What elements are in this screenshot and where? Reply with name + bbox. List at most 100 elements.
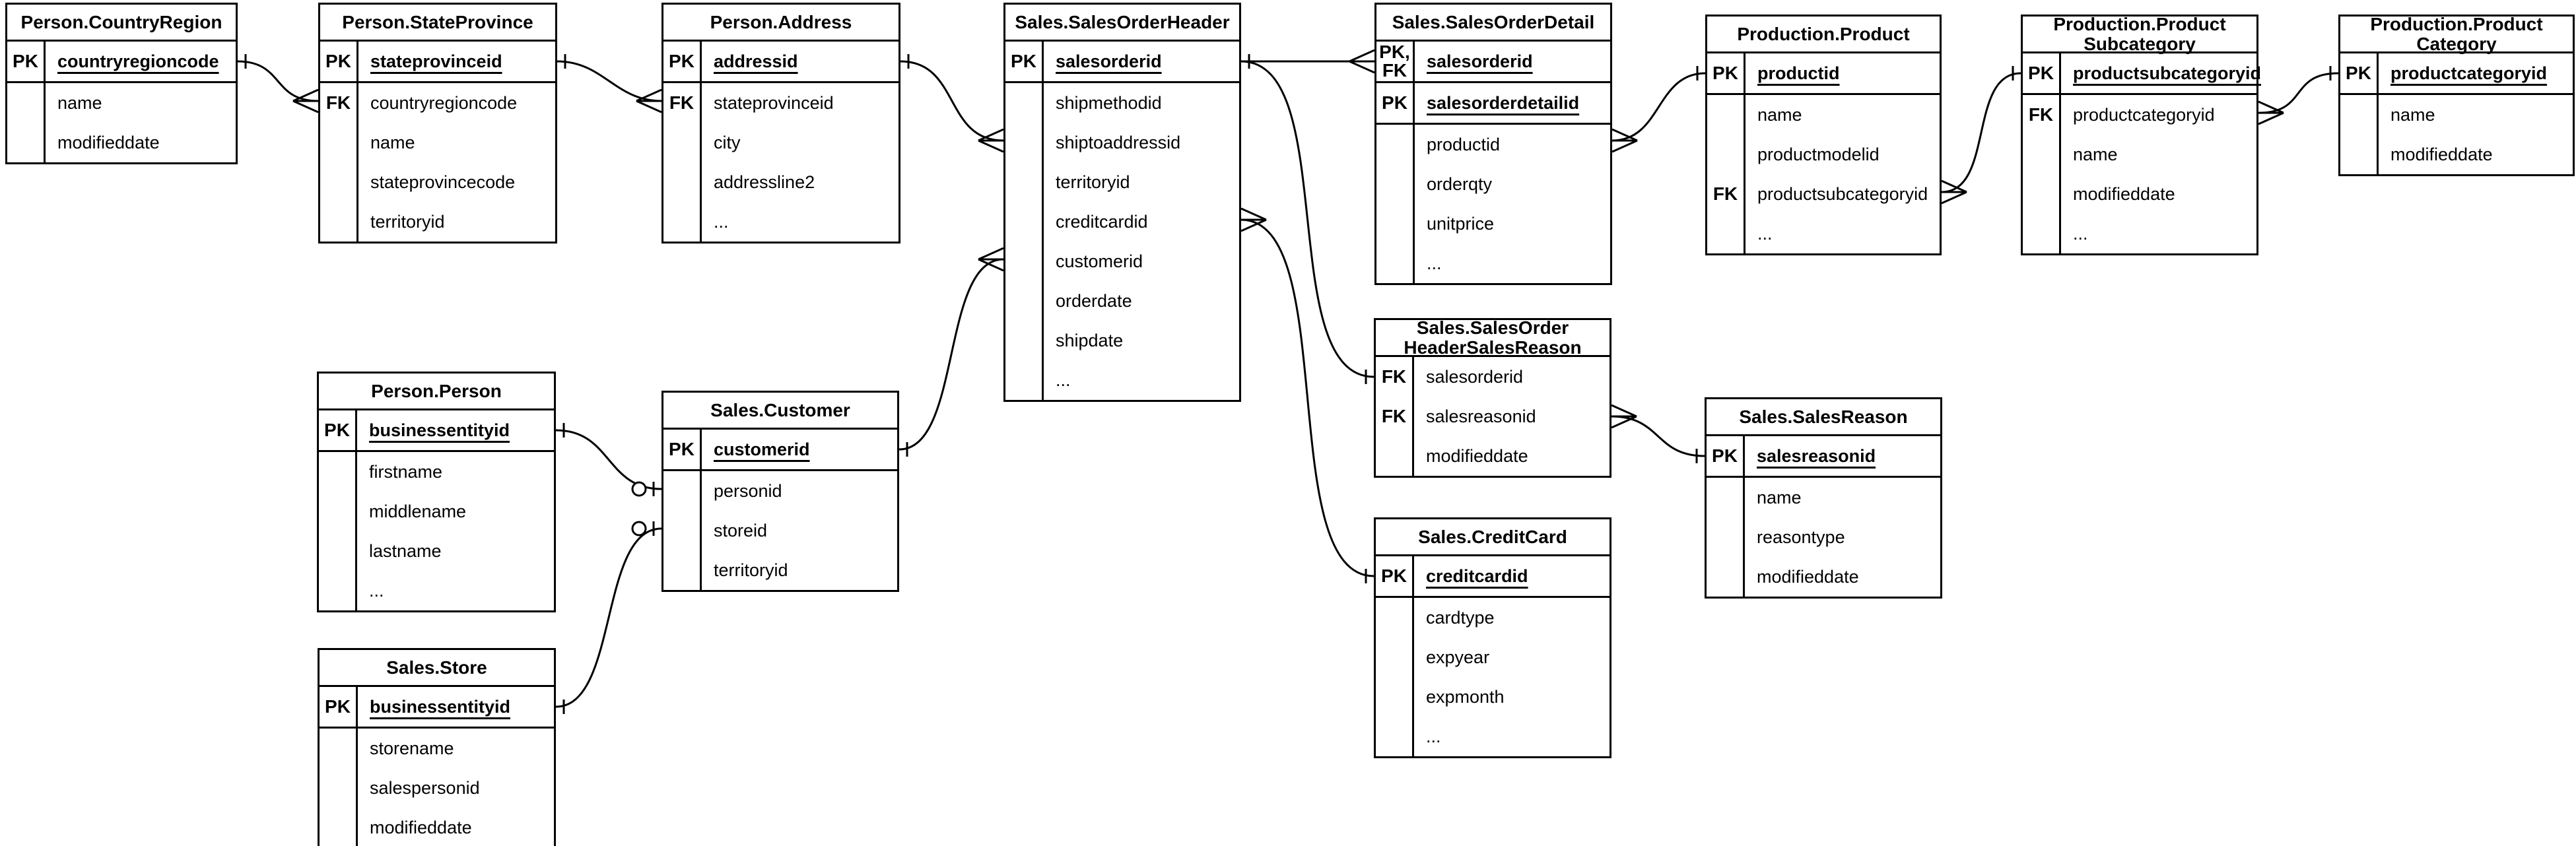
row-ellipsis: ...	[319, 571, 554, 610]
entity-title-line: Person.Person	[371, 380, 502, 401]
attribute-name: reasontype	[1757, 527, 1845, 547]
relationship-customer-to-store[interactable]	[555, 521, 662, 714]
attribute-name: ...	[2073, 223, 2088, 244]
attribute-name: creditcardid	[1056, 211, 1148, 232]
row-territoryid: territoryid	[1005, 162, 1239, 202]
key-flag-cell	[320, 202, 358, 242]
entity-title-line: Production.Product	[2370, 13, 2543, 34]
key-flag-cell	[1376, 164, 1415, 204]
relationship-salesorderdetail-to-salesorderheader[interactable]	[1241, 49, 1375, 74]
attribute-name: addressid	[714, 51, 798, 71]
entity-title-line: Production.Product	[2053, 13, 2226, 34]
entity-title: Sales.CreditCard	[1376, 519, 1610, 556]
attribute-name: ...	[1757, 223, 1773, 244]
row-modifieddate: modifieddate	[320, 808, 554, 846]
entity-title-line: Person.Address	[710, 11, 852, 32]
row-name: name	[320, 123, 555, 162]
row-firstname: firstname	[319, 452, 554, 492]
row-ellipsis: ...	[1005, 360, 1239, 400]
key-flag-cell	[1376, 244, 1415, 283]
key-flag-cell: PK	[1376, 556, 1414, 596]
row-modifieddate: modifieddate	[7, 123, 236, 162]
row-creditcardid: creditcardid	[1005, 202, 1239, 242]
relationship-salesorderheadersalesreason-to-salesreason[interactable]	[1611, 404, 1705, 463]
attribute-name: stateprovinceid	[714, 92, 834, 113]
relationship-productsubcategory-to-productcategory[interactable]	[2258, 66, 2339, 125]
row-modifieddate: modifieddate	[2023, 174, 2256, 214]
key-flag-cell	[1005, 281, 1044, 321]
row-cardtype: cardtype	[1376, 598, 1610, 637]
relationship-salesorderheader-to-address[interactable]	[900, 54, 1004, 153]
attribute-name: salespersonid	[370, 777, 480, 798]
attribute-name: productcategoryid	[2073, 104, 2215, 125]
row-orderqty: orderqty	[1376, 164, 1610, 204]
attribute-name: name	[2390, 104, 2435, 125]
attribute-name: businessentityid	[370, 696, 511, 717]
relationship-salesorderdetail-to-product[interactable]	[1611, 66, 1706, 153]
attribute-name: productcategoryid	[2390, 63, 2548, 83]
key-flag-cell	[1376, 677, 1414, 717]
entity-title-line: HeaderSalesReason	[1404, 337, 1582, 358]
attribute-name: customerid	[714, 439, 810, 459]
attribute-name: productsubcategoryid	[1757, 183, 1928, 204]
key-flag-cell	[320, 768, 358, 808]
row-orderdate: orderdate	[1005, 281, 1239, 321]
attribute-name: personid	[714, 480, 782, 501]
key-flag-cell	[1005, 83, 1044, 123]
entity-title: Production.Product	[1707, 16, 1940, 53]
relationship-salesorderheader-to-creditcard[interactable]	[1240, 207, 1374, 583]
relationship-customer-to-person[interactable]	[555, 423, 662, 497]
key-flag-cell	[1707, 517, 1745, 557]
attribute-name: productid	[1427, 134, 1501, 154]
relationship-stateprovince-to-countryregion[interactable]	[237, 54, 319, 114]
attribute-name: productsubcategoryid	[2073, 63, 2262, 83]
relationship-product-to-productsubcategory[interactable]	[1941, 66, 2021, 205]
attribute-name: storeid	[714, 520, 768, 540]
relationship-salesorderheadersalesreason-to-salesorderheader[interactable]	[1240, 54, 1374, 384]
attribute-name: modifieddate	[1426, 445, 1528, 466]
attribute-name: salesorderid	[1426, 366, 1524, 387]
row-productmodelid: productmodelid	[1707, 135, 1940, 174]
entity-title-line: Sales.SalesOrder	[1416, 317, 1569, 338]
key-flag-cell	[1005, 360, 1044, 400]
key-flag-cell	[1707, 214, 1746, 253]
attribute-name: firstname	[369, 461, 443, 482]
attribute-name: name	[57, 92, 102, 113]
row-name: name	[2023, 135, 2256, 174]
row-reasontype: reasontype	[1707, 517, 1940, 557]
key-flag-cell	[320, 123, 358, 162]
relationship-salesorderheader-to-customer[interactable]	[898, 247, 1004, 457]
key-flag-cell	[1376, 436, 1414, 476]
attribute-name: city	[714, 132, 741, 152]
relationship-address-to-stateprovince[interactable]	[557, 54, 662, 114]
attribute-name: ...	[369, 580, 384, 601]
attribute-name: modifieddate	[370, 817, 472, 837]
entity-title: Sales.SalesOrderHeader	[1005, 5, 1239, 42]
row-shipdate: shipdate	[1005, 321, 1239, 360]
